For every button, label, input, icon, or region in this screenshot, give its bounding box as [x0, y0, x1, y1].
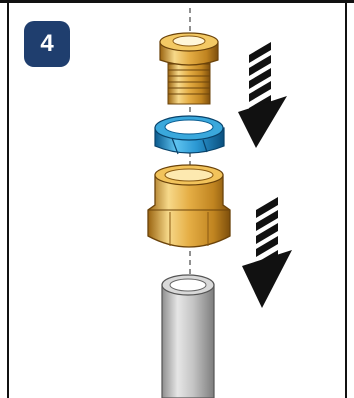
insert-part-icon — [160, 33, 218, 104]
down-arrow-icon — [242, 197, 292, 308]
nut-part-icon — [148, 165, 230, 247]
pipe-part-icon — [162, 275, 214, 398]
clip-ring-icon — [155, 116, 224, 154]
down-arrow-icon — [238, 42, 287, 148]
